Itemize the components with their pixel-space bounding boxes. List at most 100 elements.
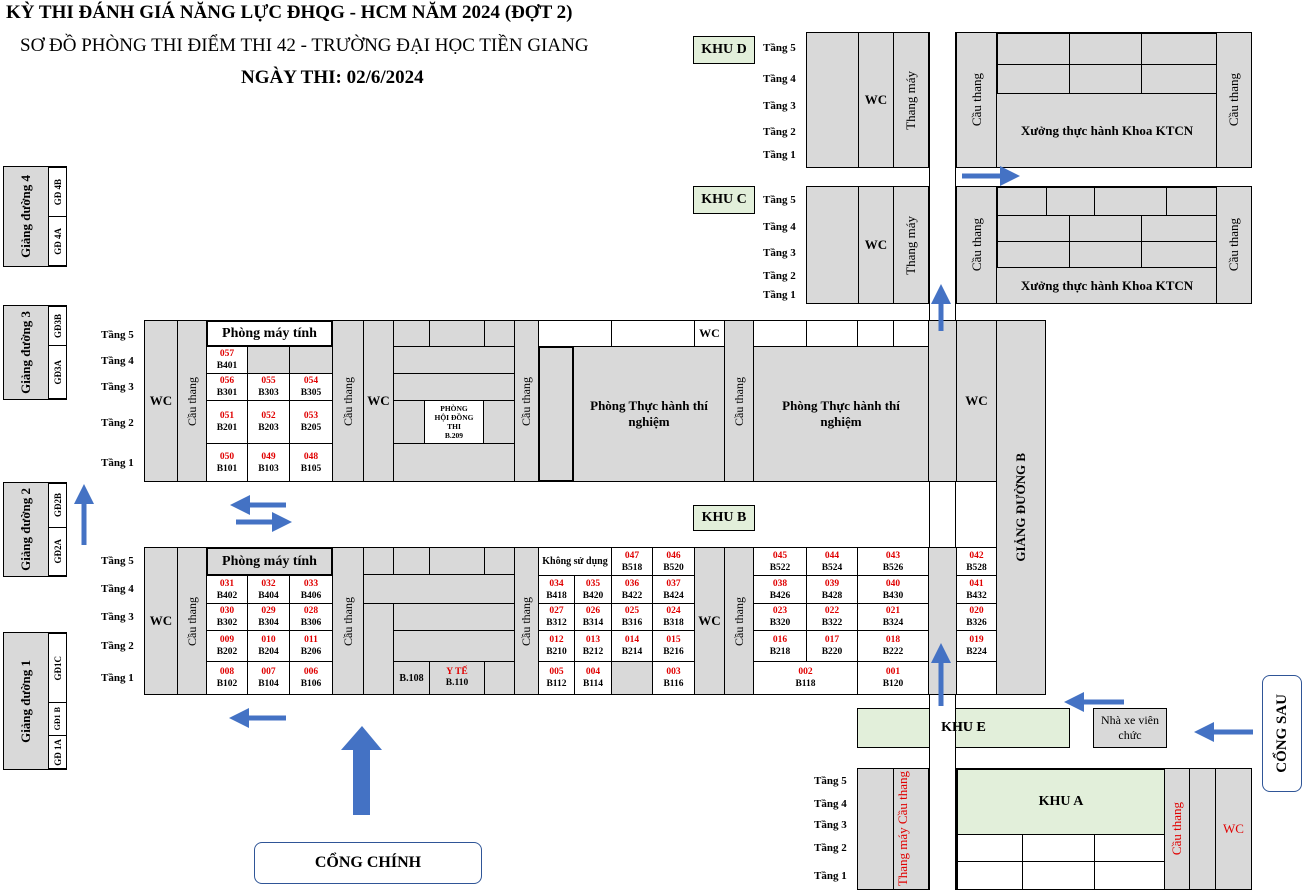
lower-stairs-4: Cầu thang <box>724 547 754 695</box>
road-crossing <box>929 708 956 748</box>
room-number: 024 <box>666 606 681 616</box>
zone-b-label: KHU B <box>693 505 755 531</box>
room-code: B204 <box>258 647 279 657</box>
workshop-label: Xưởng thực hành Khoa KTCN <box>1020 122 1194 138</box>
floor-label: Tầng 4 <box>763 221 796 233</box>
lower-stairs-3: Cầu thang <box>514 547 539 695</box>
upper-wc-left: WC <box>144 320 178 482</box>
room-code: B203 <box>258 423 279 433</box>
upper-stairs-2: Cầu thang <box>332 320 364 482</box>
lower-stairs-1: Cầu thang <box>177 547 207 695</box>
upper-stairs-1: Cầu thang <box>177 320 207 482</box>
room-number: 037 <box>666 578 681 589</box>
room-code: B114 <box>582 679 604 689</box>
staff-parking: Nhà xe viên chức <box>1093 708 1167 748</box>
floor-label: Tầng 5 <box>101 329 134 341</box>
room-number: 033 <box>303 578 319 589</box>
room-code: B401 <box>216 361 238 371</box>
room-number: 043 <box>885 550 901 561</box>
zone-c-stairs-left: Cầu thang <box>956 186 997 304</box>
room-code: B222 <box>882 647 904 657</box>
room-code: B418 <box>546 590 567 601</box>
floor-label: Tầng 5 <box>814 775 847 787</box>
room-code: B518 <box>621 562 643 573</box>
main-gate[interactable]: CỔNG CHÍNH <box>254 842 482 884</box>
room-code: B422 <box>621 590 643 601</box>
room-code: B520 <box>663 562 684 573</box>
floor-label: Tầng 5 <box>763 194 796 206</box>
room-code: B324 <box>882 618 904 628</box>
room-code: B322 <box>821 618 843 628</box>
room-code: B104 <box>258 679 279 689</box>
map-subtitle: SƠ ĐỒ PHÒNG THI ĐIỂM THI 42 - TRƯỜNG ĐẠI… <box>20 35 589 56</box>
room-number: 003 <box>666 667 681 677</box>
exam-date: NGÀY THI: 02/6/2024 <box>241 67 424 88</box>
room-number: 013 <box>585 635 601 645</box>
room-code: B214 <box>621 647 643 657</box>
room-code: B210 <box>546 647 567 657</box>
room-number: 010 <box>261 635 276 645</box>
back-gate[interactable]: CỔNG SAU <box>1262 675 1302 792</box>
floor-label: Tầng 5 <box>763 42 796 54</box>
room-number: 042 <box>969 550 984 561</box>
zone-d-block <box>806 32 859 168</box>
